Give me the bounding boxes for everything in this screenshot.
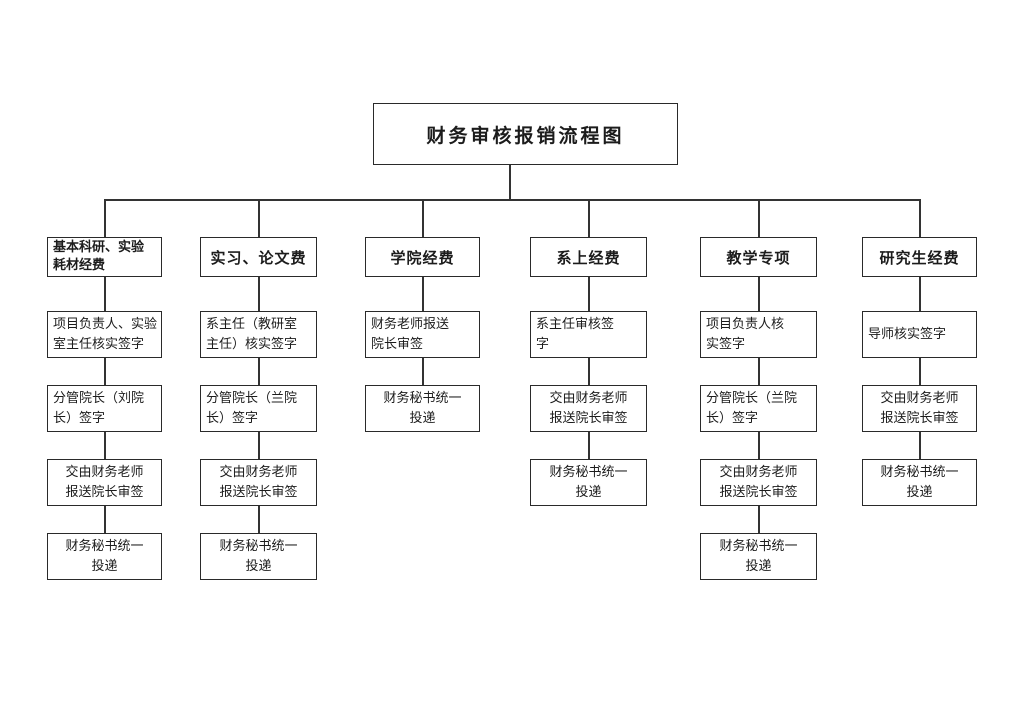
- column-3-step-1: 财务老师报送 院长审签: [365, 311, 480, 358]
- connector-col5-s1-s2: [758, 358, 760, 385]
- column-5-step-1: 项目负责人核 实签字: [700, 311, 817, 358]
- connector-stub-col2: [258, 199, 260, 237]
- connector-col4-s1-s2: [588, 358, 590, 385]
- column-4-step-2: 交由财务老师 报送院长审签: [530, 385, 647, 432]
- connector-col6-s1-s2: [919, 358, 921, 385]
- connector-col1-s3-s4: [104, 506, 106, 533]
- column-4-step-3: 财务秘书统一 投递: [530, 459, 647, 506]
- connector-col2-s2-s3: [258, 432, 260, 459]
- column-5-header: 教学专项: [700, 237, 817, 277]
- connector-col6-s2-s3: [919, 432, 921, 459]
- connector-col6-h-s1: [919, 277, 921, 311]
- connector-col3-s1-s2: [422, 358, 424, 385]
- connector-main-horizontal: [104, 199, 921, 201]
- connector-stub-col3: [422, 199, 424, 237]
- connector-col2-s1-s2: [258, 358, 260, 385]
- connector-col4-s2-s3: [588, 432, 590, 459]
- column-5-step-3: 交由财务老师 报送院长审签: [700, 459, 817, 506]
- connector-stub-col1: [104, 199, 106, 237]
- chart-title: 财务审核报销流程图: [373, 103, 678, 165]
- column-1-step-2: 分管院长（刘院 长）签字: [47, 385, 162, 432]
- column-4-step-1: 系主任审核签 字: [530, 311, 647, 358]
- connector-col3-h-s1: [422, 277, 424, 311]
- column-2-header: 实习、论文费: [200, 237, 317, 277]
- connector-col5-s2-s3: [758, 432, 760, 459]
- column-5-step-2: 分管院长（兰院 长）签字: [700, 385, 817, 432]
- column-1-step-3: 交由财务老师 报送院长审签: [47, 459, 162, 506]
- column-6-step-1: 导师核实签字: [862, 311, 977, 358]
- column-4-header: 系上经费: [530, 237, 647, 277]
- connector-col4-h-s1: [588, 277, 590, 311]
- column-5-step-4: 财务秘书统一 投递: [700, 533, 817, 580]
- column-3-step-2: 财务秘书统一 投递: [365, 385, 480, 432]
- column-6-step-3: 财务秘书统一 投递: [862, 459, 977, 506]
- connector-col1-s2-s3: [104, 432, 106, 459]
- column-1-header: 基本科研、实验 耗材经费: [47, 237, 162, 277]
- connector-stub-col5: [758, 199, 760, 237]
- connector-col1-h-s1: [104, 277, 106, 311]
- connector-col2-s3-s4: [258, 506, 260, 533]
- column-2-step-3: 交由财务老师 报送院长审签: [200, 459, 317, 506]
- column-2-step-4: 财务秘书统一 投递: [200, 533, 317, 580]
- connector-col5-h-s1: [758, 277, 760, 311]
- column-6-step-2: 交由财务老师 报送院长审签: [862, 385, 977, 432]
- column-2-step-1: 系主任（教研室 主任）核实签字: [200, 311, 317, 358]
- connector-title-drop: [509, 165, 511, 199]
- connector-col5-s3-s4: [758, 506, 760, 533]
- column-3-header: 学院经费: [365, 237, 480, 277]
- connector-stub-col4: [588, 199, 590, 237]
- column-6-header: 研究生经费: [862, 237, 977, 277]
- connector-col1-s1-s2: [104, 358, 106, 385]
- connector-col2-h-s1: [258, 277, 260, 311]
- column-2-step-2: 分管院长（兰院 长）签字: [200, 385, 317, 432]
- connector-stub-col6: [919, 199, 921, 237]
- column-1-step-4: 财务秘书统一 投递: [47, 533, 162, 580]
- column-1-step-1: 项目负责人、实验 室主任核实签字: [47, 311, 162, 358]
